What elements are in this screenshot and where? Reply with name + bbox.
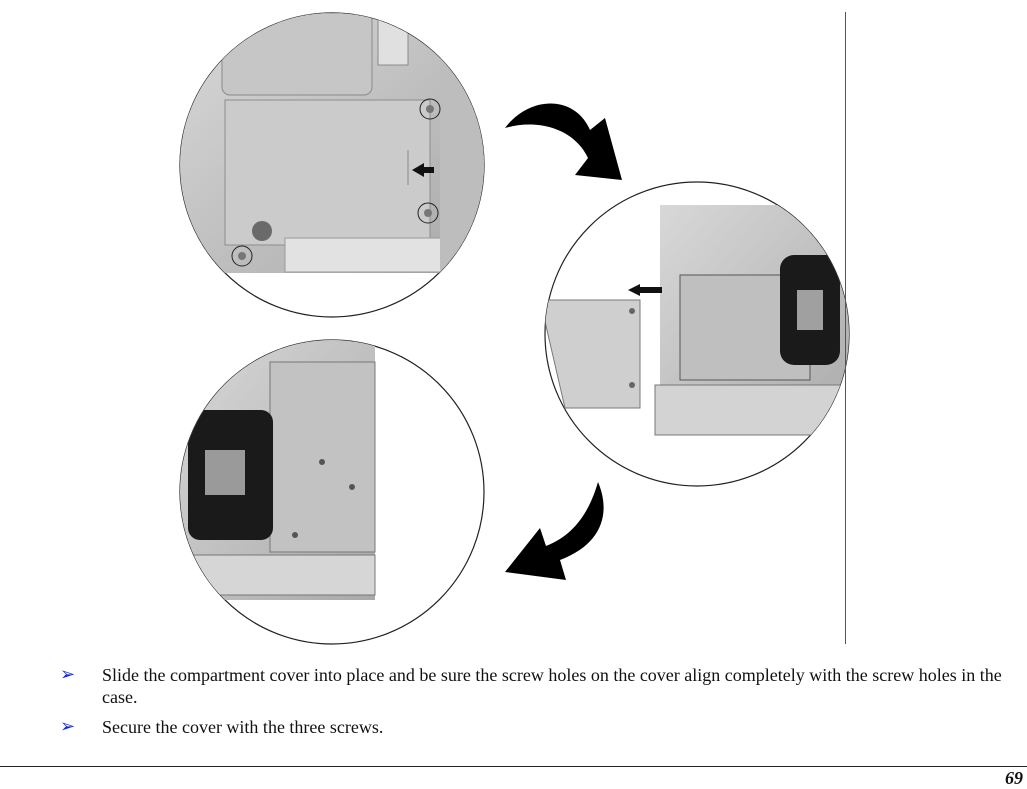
curved-arrow-down-right (505, 103, 622, 180)
footer-divider (0, 766, 1027, 767)
instruction-text: Slide the compartment cover into place a… (102, 665, 1002, 707)
installation-figure (179, 12, 850, 645)
instruction-item: ➢ Slide the compartment cover into place… (58, 664, 1008, 708)
vertical-divider (845, 12, 846, 644)
panel-drive-bay (544, 181, 850, 487)
panel-cover-installed (179, 339, 485, 645)
instruction-item: ➢ Secure the cover with the three screws… (58, 716, 1008, 738)
panel-remove-cover (179, 12, 485, 318)
page-number: 69 (1005, 768, 1023, 788)
arrow-bullet-icon: ➢ (60, 716, 76, 737)
instruction-list: ➢ Slide the compartment cover into place… (58, 664, 1008, 746)
curved-arrow-down-left (505, 482, 604, 580)
instruction-text: Secure the cover with the three screws. (102, 717, 384, 737)
arrow-bullet-icon: ➢ (60, 664, 76, 685)
